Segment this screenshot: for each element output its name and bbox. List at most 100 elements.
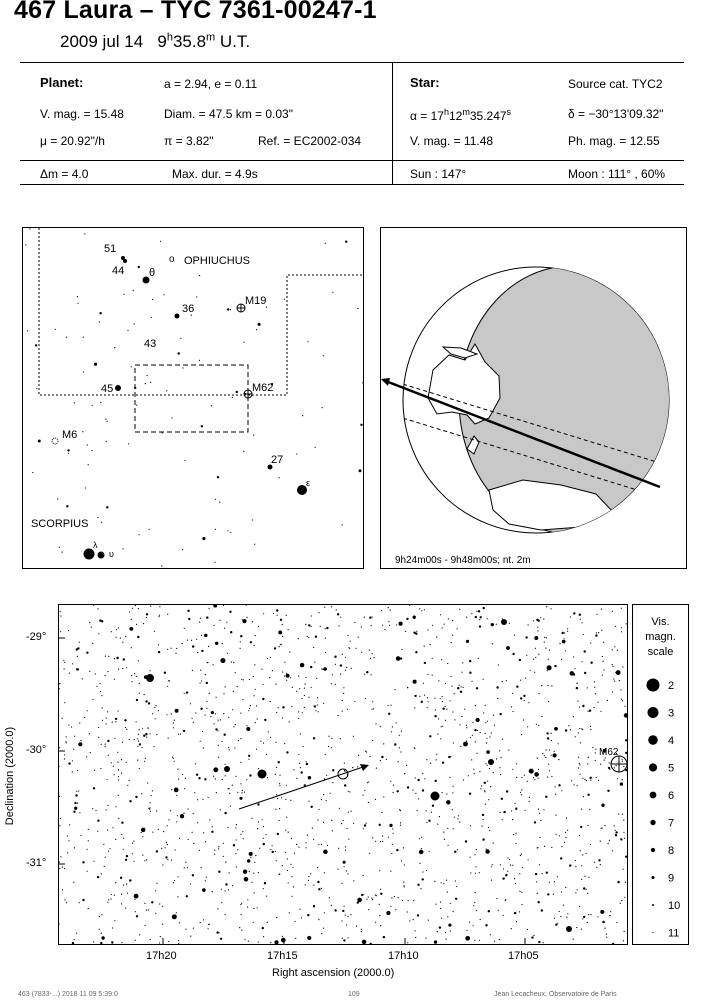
field-star [243,450,245,452]
field-star [172,756,174,758]
field-star [128,779,130,782]
field-star [612,665,614,667]
field-star [257,803,260,806]
field-star [379,760,381,762]
field-star [615,671,617,673]
field-star [426,821,428,823]
field-star [234,672,236,674]
field-star [598,632,600,634]
field-star [508,749,510,751]
field-star [546,670,548,672]
field-star [156,734,158,736]
y-axis-label: Declination (2000.0) [4,726,16,826]
field-star [178,778,180,780]
field-star [156,882,158,884]
field-star [323,912,325,914]
field-star [290,837,293,840]
field-star [220,658,226,664]
field-star [509,864,511,866]
field-star [558,759,560,761]
field-star [448,923,452,927]
field-star [343,692,345,694]
field-star [577,732,579,734]
field-star [549,770,551,772]
field-star [447,844,449,846]
field-star [235,390,238,394]
field-star [441,701,443,703]
field-star [148,528,150,530]
field-star [58,546,60,548]
field-star [403,881,405,883]
field-star [363,894,365,896]
field-star [564,650,566,652]
field-star [306,834,308,836]
field-star [95,809,97,812]
field-star [247,940,249,942]
legend-mag-label: 2 [668,680,674,692]
field-star [522,719,525,721]
field-star [97,726,100,728]
field-star [428,850,430,852]
field-star [449,902,451,904]
star-epsilon [297,485,307,495]
field-star [239,927,241,929]
field-star [210,405,212,407]
field-star [389,823,393,828]
field-star [538,864,541,866]
field-star [135,675,138,677]
field-star [421,789,425,792]
field-star [571,780,573,782]
field-star [574,736,576,738]
field-star [581,728,583,730]
field-star [199,922,201,924]
field-star [235,824,238,826]
field-star [253,892,255,894]
field-star [512,652,515,656]
field-star [187,838,189,841]
field-star [240,712,242,714]
field-star [232,709,234,711]
field-star [138,767,140,770]
field-star [57,498,59,500]
field-star [217,744,219,746]
field-star [229,309,232,311]
field-star [79,722,81,724]
field-star [416,914,420,917]
xtick-17h15: 17h15 [267,950,298,962]
field-star [286,679,288,681]
field-star [126,667,128,669]
field-star [434,697,436,699]
field-star [83,371,85,373]
finder-chart: OPHIUCHUS SCORPIUS 51 44 θ o 36 M19 43 4… [22,227,364,569]
field-star [367,801,369,804]
field-star [392,832,394,834]
field-star [572,716,575,718]
field-star [523,774,525,776]
field-star [202,537,206,541]
field-star [117,776,120,778]
field-star [194,792,196,794]
field-star [496,758,498,760]
field-star [463,741,468,747]
field-star [298,717,300,720]
field-star [210,716,212,718]
field-star [186,867,188,869]
footer-page: 109 [348,991,360,998]
field-star [548,763,550,765]
legend-mag-label: 7 [668,818,674,830]
field-star [486,737,488,739]
field-star [135,623,138,625]
field-star [444,682,446,685]
field-star [216,931,219,934]
field-star [37,439,41,443]
field-star [622,700,624,702]
field-star [324,637,326,639]
field-star [277,707,279,709]
xtick-17h10: 17h10 [388,950,419,962]
field-star [298,754,300,756]
legend-title-line-2: magn. [645,631,676,643]
field-star [286,816,288,818]
field-star [561,639,566,644]
field-star [342,860,346,864]
field-star [569,729,572,731]
